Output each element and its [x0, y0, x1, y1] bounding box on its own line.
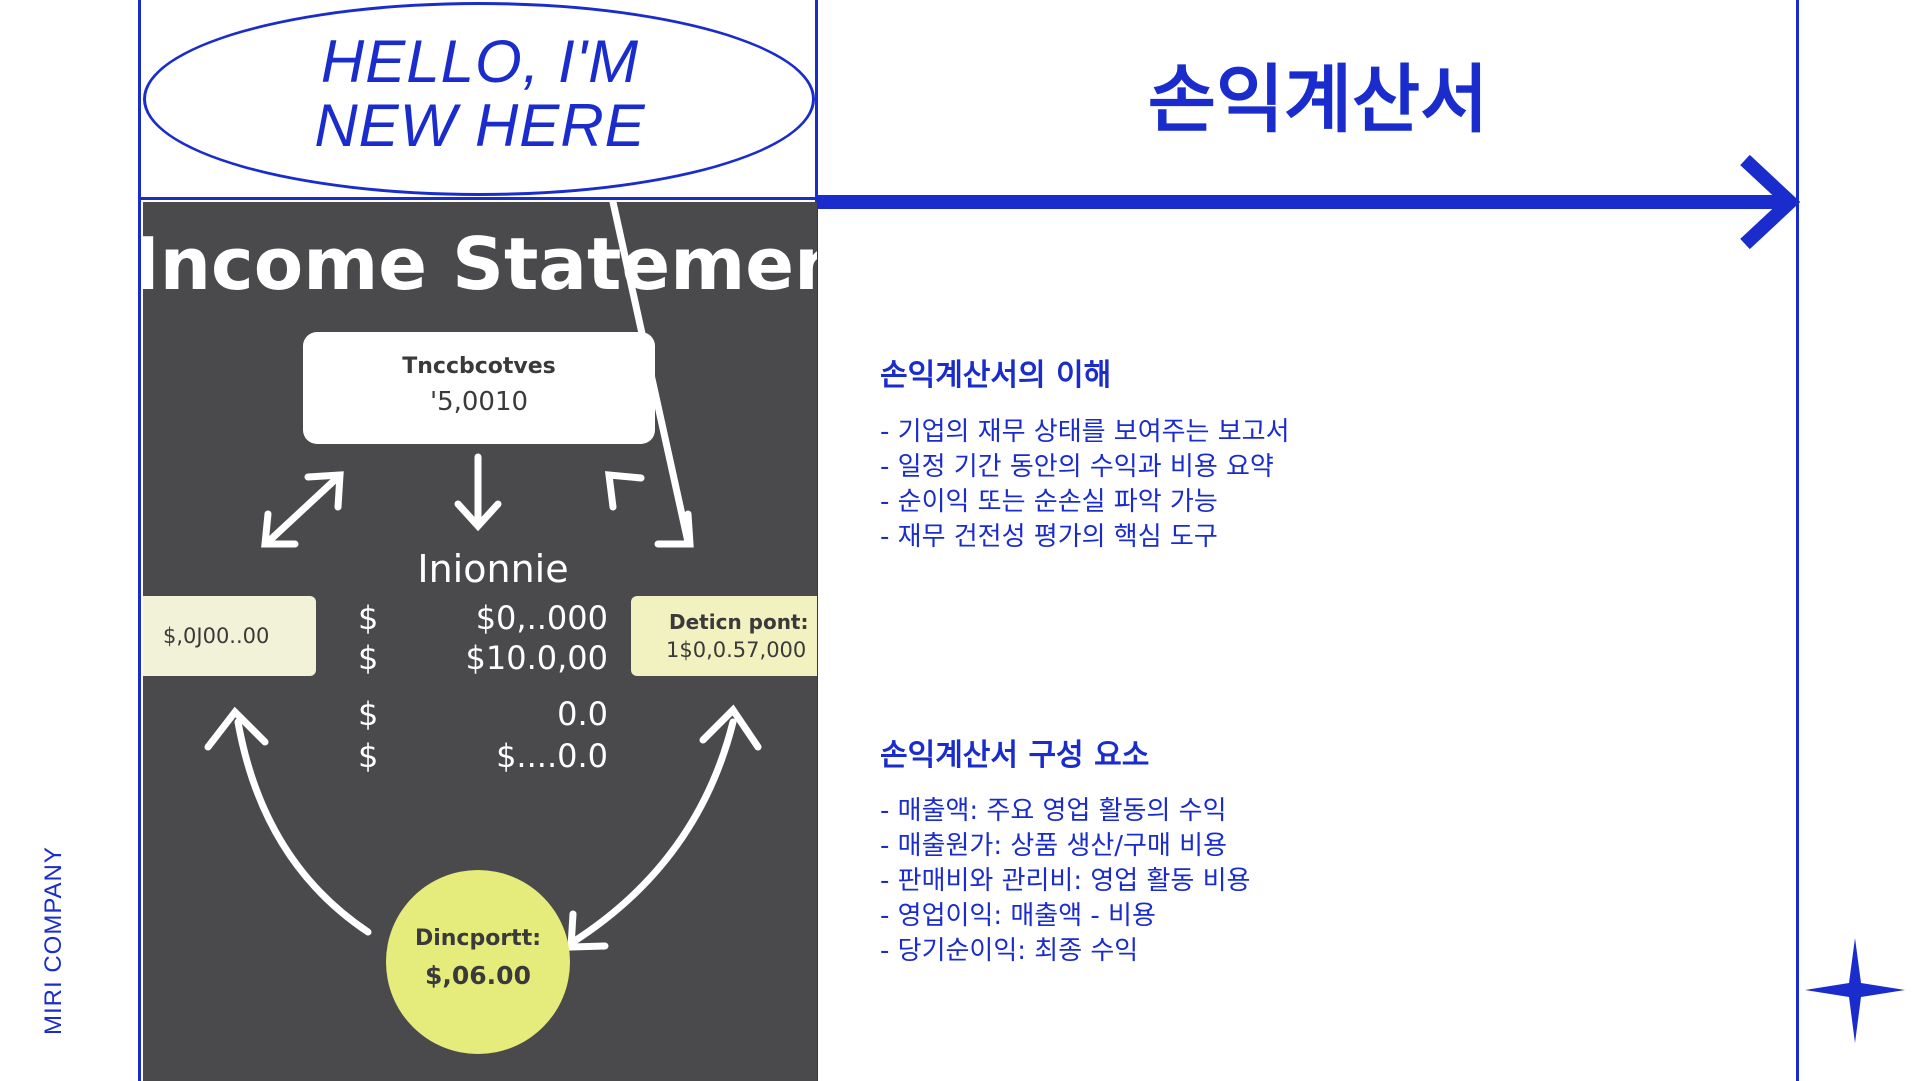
section-heading-components: 손익계산서 구성 요소	[880, 738, 1150, 773]
list-item: - 일정 기간 동안의 수익과 비용 요약	[880, 452, 1274, 482]
income-statement-image: Income Statement Tnccbcotves '5,0010 In	[143, 202, 817, 1081]
sparkle-star-icon	[1805, 938, 1905, 1043]
money-value: 0.0	[557, 695, 608, 733]
top-box-value: '5,0010	[429, 387, 529, 417]
center-label: Inionnie	[417, 547, 569, 591]
section-list-understanding: - 기업의 재무 상태를 보여주는 보고서 - 일정 기간 동안의 수익과 비용…	[880, 415, 1290, 555]
section-list-components: - 매출액: 주요 영업 활동의 수익 - 매출원가: 상품 생산/구매 비용 …	[880, 794, 1250, 969]
section-heading-understanding: 손익계산서의 이해	[880, 358, 1112, 393]
list-item: - 당기순이익: 최종 수익	[880, 936, 1139, 966]
hello-line-2: NEW HERE	[314, 92, 646, 159]
money-value: $....0.0	[496, 737, 608, 775]
money-currency: $	[358, 639, 379, 677]
money-currency: $	[358, 599, 379, 637]
right-box-value: 1$0,0.57,000	[666, 638, 807, 662]
list-item: - 기업의 재무 상태를 보여주는 보고서	[880, 417, 1290, 447]
left-border-line	[138, 0, 141, 1081]
list-item: - 영업이익: 매출액 - 비용	[880, 901, 1156, 931]
arrow-right-icon	[815, 154, 1800, 250]
hello-text: HELLO, I'M NEW HERE	[140, 30, 820, 158]
right-info-box: Deticn pont: 1$0,0.57,000	[631, 596, 817, 676]
left-box-value: $,0J00..00	[163, 624, 270, 648]
list-item: - 순이익 또는 순손실 파악 가능	[880, 487, 1218, 517]
money-row: $ $....0.0	[358, 737, 608, 777]
money-currency: $	[358, 695, 379, 733]
money-currency: $	[358, 737, 379, 775]
money-row: $ $10.0,00	[358, 639, 608, 679]
money-value: $0,..000	[475, 599, 608, 637]
right-box-label: Deticn pont:	[669, 610, 809, 634]
list-item: - 매출액: 주요 영업 활동의 수익	[880, 796, 1227, 826]
money-row: $ 0.0	[358, 695, 608, 735]
bottom-circle: Dincportt: $,06.00	[386, 870, 570, 1054]
list-item: - 재무 건전성 평가의 핵심 도구	[880, 522, 1218, 552]
header-divider-line	[140, 197, 817, 200]
brand-label: MIRI COMPANY	[40, 846, 67, 1035]
list-item: - 매출원가: 상품 생산/구매 비용	[880, 831, 1228, 861]
hello-oval-badge	[143, 2, 815, 196]
circle-label: Dincportt:	[414, 926, 542, 951]
hello-line-1: HELLO, I'M	[320, 28, 640, 95]
money-value: $10.0,00	[465, 639, 609, 677]
top-info-box: Tnccbcotves '5,0010	[303, 332, 655, 444]
money-row: $ $0,..000	[358, 599, 608, 639]
top-box-label: Tnccbcotves	[402, 354, 556, 379]
list-item: - 판매비와 관리비: 영업 활동 비용	[880, 866, 1251, 896]
circle-value: $,06.00	[425, 961, 531, 990]
left-info-box: $,0J00..00	[143, 596, 316, 676]
flow-arrows	[204, 202, 762, 951]
right-border-line	[1796, 0, 1799, 1081]
image-title: Income Statement	[143, 222, 817, 306]
page-title: 손익계산서	[1147, 57, 1489, 143]
